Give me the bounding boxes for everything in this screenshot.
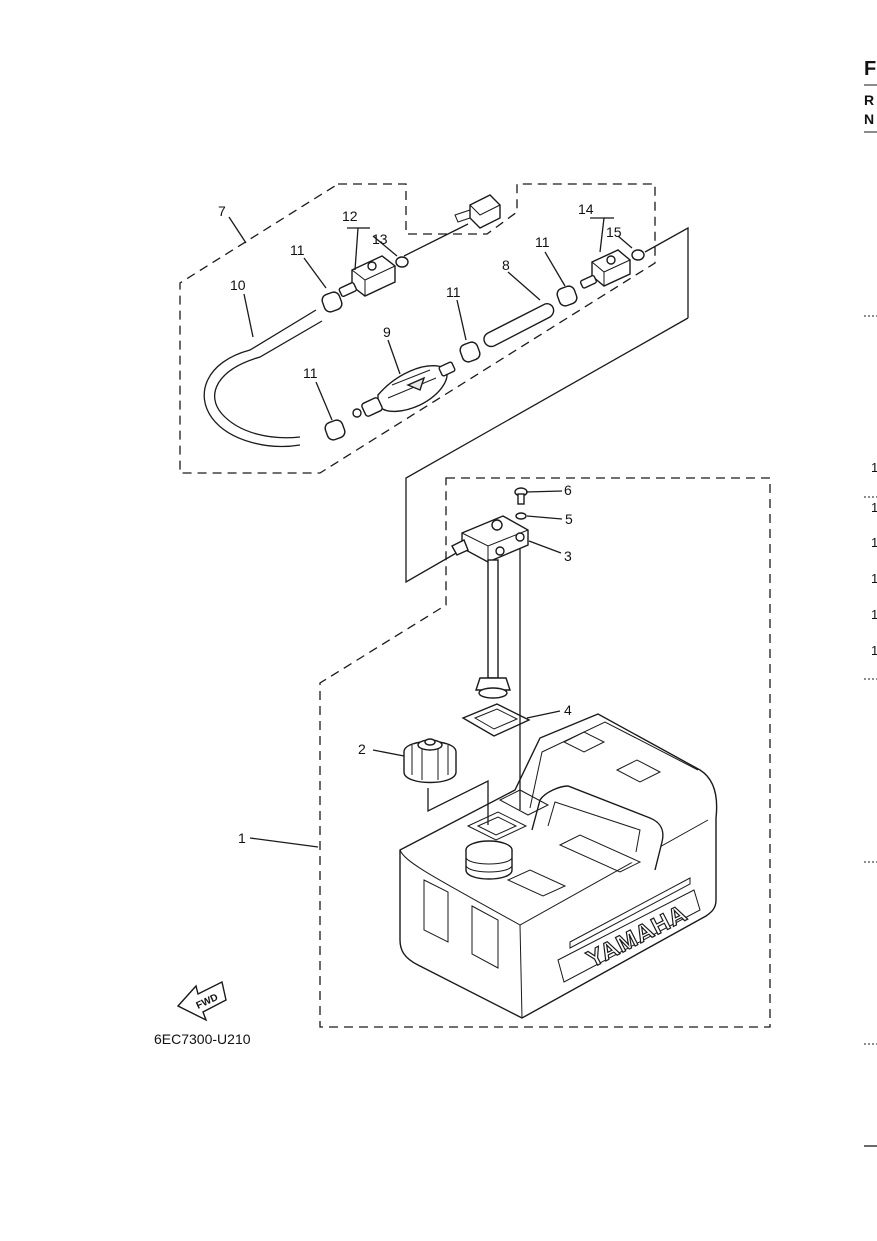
fuel-line-assembly-outline [179,183,656,474]
edge-digit-6: 1 [871,643,877,658]
primer-pump-9 [352,361,456,418]
edge-digit-1: 1 [871,460,877,475]
washer-5 [515,512,527,520]
right-edge-column: F R N 1 1 1 1 1 1 [864,58,877,1147]
callout-4: 4 [564,702,572,718]
callout-11-a: 11 [290,242,305,258]
fuel-tank-body [399,713,718,1019]
callout-2: 2 [358,741,366,757]
fuel-hose-8 [483,303,555,348]
fuel-hose-10 [203,309,323,448]
o-ring-15 [631,249,645,261]
callout-11-b: 11 [535,234,550,250]
callout-6: 6 [564,482,572,498]
callout-13: 13 [372,231,388,247]
callout-8: 8 [502,257,510,273]
callout-11-c: 11 [446,284,461,300]
fuel-cap-2 [403,738,457,784]
fuel-pickup-tube [475,559,511,699]
callout-leaders-tank [249,490,563,848]
edge-digit-4: 1 [871,571,877,586]
callout-leaders-top [228,216,689,421]
connection-line [405,317,689,584]
edge-digit-3: 1 [871,535,877,550]
forward-arrow-icon: FWD [176,980,227,1022]
o-ring-13 [395,256,409,268]
callout-12: 12 [342,208,358,224]
callout-11-d: 11 [303,365,318,381]
screw-6 [514,487,528,505]
callout-1: 1 [238,830,246,846]
fuel-connector-12 [338,255,396,298]
diagram-code: 6EC7300-U210 [154,1031,251,1047]
gasket-4 [461,703,531,737]
callout-15: 15 [606,224,622,240]
edge-letter-f: F [864,58,876,80]
callout-10: 10 [230,277,246,293]
edge-digit-5: 1 [871,607,877,622]
callout-5: 5 [565,511,573,527]
hose-joint-11-mid [459,341,481,363]
engine-fuel-fitting [454,194,501,229]
edge-letter-r: R [864,92,874,108]
edge-digit-2: 1 [871,500,877,515]
fuel-tank-assembly-outline [319,477,771,1028]
fuel-connector-14 [579,249,631,289]
fuel-joint-3 [451,515,529,563]
callout-7: 7 [218,203,226,219]
callout-3: 3 [564,548,572,564]
callout-14: 14 [578,201,594,217]
hose-joint-11-top [321,291,343,313]
hose-joint-11-bottom [324,419,346,441]
hose-joint-11-right [556,285,578,307]
callout-9: 9 [383,324,391,340]
edge-letter-n: N [864,111,874,127]
